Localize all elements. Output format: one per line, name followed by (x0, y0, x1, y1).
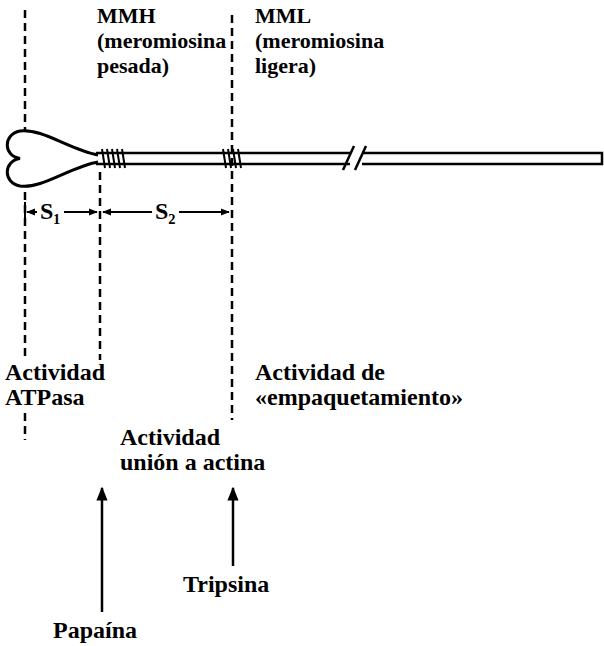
dashed-guide (99, 172, 102, 388)
hinge-coils (102, 149, 241, 168)
enzyme-label: Tripsina (180, 572, 272, 597)
activity-label: Actividad de «empaquetamiento» (255, 360, 495, 410)
subfragment-label: S₁ (37, 199, 64, 224)
enzyme-label: Papaína (50, 618, 140, 643)
myosin-head (7, 131, 98, 187)
activity-label: Actividad unión a actina (120, 425, 275, 475)
activity-label: Actividad ATPasa (5, 360, 130, 410)
dashed-guide (231, 15, 234, 420)
subfragment-label: S₂ (152, 199, 179, 224)
myosin-tail (96, 146, 602, 170)
fragment-name: MMH (meromiosina pesada) (97, 3, 230, 78)
fragment-name: MML (meromiosina ligera) (255, 3, 415, 78)
